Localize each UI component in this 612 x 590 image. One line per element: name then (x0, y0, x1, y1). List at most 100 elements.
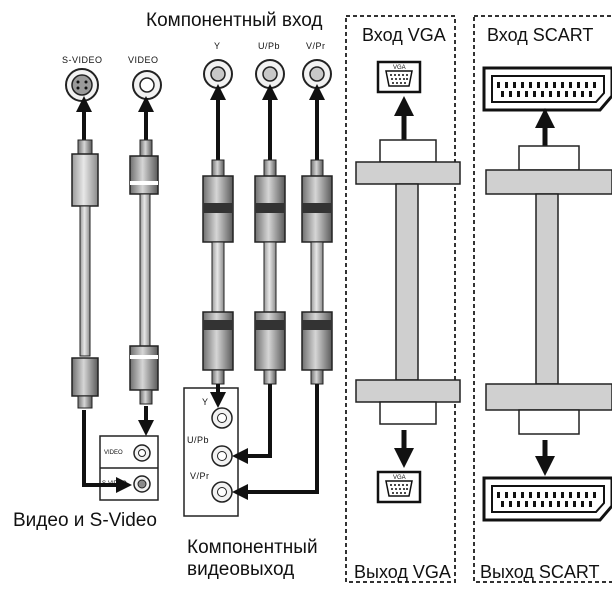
arrow-icon (232, 384, 272, 464)
rca-jack-inner (217, 413, 227, 423)
scart-output-label: Выход SCART (480, 562, 600, 582)
arrow-icon (232, 384, 319, 500)
rca-jack-inner (138, 449, 146, 457)
scart-port-inner (491, 75, 605, 103)
composite-panel-svideo-label: S-VIDEO (102, 481, 127, 487)
rca-jack-inner (217, 487, 227, 497)
plug-band-top (302, 203, 332, 213)
rca-jack-inner (217, 451, 227, 461)
svideo-plug-tip-top (77, 139, 93, 155)
component-cable-upb (254, 159, 286, 385)
scart-port-inner (491, 485, 605, 513)
scart-port-top (482, 66, 612, 112)
component-input-label: Компонентный вход (146, 10, 323, 31)
video-plug-band-top (130, 181, 158, 185)
rca-jack-inner (210, 66, 226, 82)
vga-top-mark: VGA (393, 65, 406, 71)
svideo-jack-pin (84, 86, 88, 90)
rca-jack-inner (309, 66, 325, 82)
cable-line (310, 241, 324, 313)
svideo-jack-top (65, 68, 99, 102)
plug-tip-top (310, 159, 324, 177)
vga-port-bottom (376, 470, 422, 504)
component-jacks-top (203, 59, 332, 89)
upb-jack-label: U/Pb (258, 41, 281, 51)
component-output-label-line1: Компонентный (187, 537, 318, 558)
scart-cable-line (535, 193, 559, 385)
plug-band-top (203, 203, 233, 213)
vga-port-shell (385, 480, 413, 497)
scart-panel-border (473, 15, 612, 583)
svideo-jack-label: S-VIDEO (62, 55, 103, 65)
video-plug-body-bottom (129, 345, 159, 391)
composite-panel-video-label: VIDEO (104, 450, 123, 456)
video-cable-line (139, 193, 151, 347)
svideo-cable (71, 139, 99, 409)
plug-band-bottom (203, 320, 233, 330)
vga-cable (355, 139, 461, 425)
plug-band-bottom (255, 320, 285, 330)
scart-panel (473, 15, 612, 583)
component-cable-vpr (301, 159, 333, 385)
component-panel-vpr-label: V/Pr (190, 471, 210, 481)
plug-band-bottom (302, 320, 332, 330)
component-output-label-line2: видеовыход (187, 559, 295, 580)
arrow-icon (82, 410, 132, 493)
svideo-jack-pin (76, 86, 80, 90)
vga-panel (345, 15, 456, 583)
component-device-panel (183, 387, 239, 517)
vga-plug-top-tip (379, 139, 437, 163)
rca-jack-inner (139, 77, 155, 93)
plug-tip-top (211, 159, 225, 177)
plug-tip-bottom (310, 369, 324, 385)
y-jack-label: Y (214, 41, 221, 51)
svideo-plug-tip-bottom (77, 395, 93, 409)
svideo-jack-pin (76, 80, 80, 84)
video-plug-tip-bottom (139, 389, 153, 405)
video-plug-body-top (129, 155, 159, 195)
scart-port-pins (497, 492, 596, 507)
video-plug-band-bottom (130, 355, 158, 359)
svideo-plug-body-bottom (71, 357, 99, 397)
vga-panel-border (345, 15, 456, 583)
svideo-jack-inner (71, 74, 93, 96)
cable-line (263, 241, 277, 313)
vga-cable-line (395, 183, 419, 381)
svideo-cable-line (79, 205, 91, 357)
scart-port-pins (497, 82, 596, 97)
scart-plug-bottom-body (485, 383, 612, 411)
video-plug-tip-top (139, 139, 153, 157)
vga-plug-top-body (355, 161, 461, 185)
vga-input-label: Вход VGA (362, 25, 446, 45)
video-svideo-label: Видео и S-Video (13, 510, 157, 531)
plug-tip-bottom (263, 369, 277, 385)
svideo-jack-pin (84, 80, 88, 84)
rca-jack-inner (262, 66, 278, 82)
vga-plug-bottom-body (355, 379, 461, 403)
scart-input-label: Вход SCART (487, 25, 594, 45)
vga-port-pins (390, 74, 408, 84)
plug-tip-top (263, 159, 277, 177)
video-jack-label: VIDEO (128, 55, 159, 65)
component-cable-y (202, 159, 234, 385)
plug-band-top (255, 203, 285, 213)
scart-cable (485, 145, 612, 435)
video-jack-top (132, 70, 162, 100)
plug-tip-bottom (211, 369, 225, 385)
video-cable (129, 139, 159, 405)
vpr-jack-label: V/Pr (306, 41, 326, 51)
scart-port-bottom (482, 476, 612, 522)
cable-line (211, 241, 225, 313)
vga-port-pins (390, 484, 408, 494)
vga-port-shell (385, 70, 413, 87)
composite-device-panel (99, 435, 159, 501)
svideo-jack-inner (137, 479, 147, 489)
component-panel-upb-label: U/Pb (187, 435, 210, 445)
vga-bottom-mark: VGA (393, 475, 406, 481)
vga-plug-bottom-tip (379, 401, 437, 425)
component-panel-y-label: Y (202, 397, 209, 407)
vga-port-top (376, 60, 422, 94)
scart-plug-top-tip (518, 145, 580, 171)
